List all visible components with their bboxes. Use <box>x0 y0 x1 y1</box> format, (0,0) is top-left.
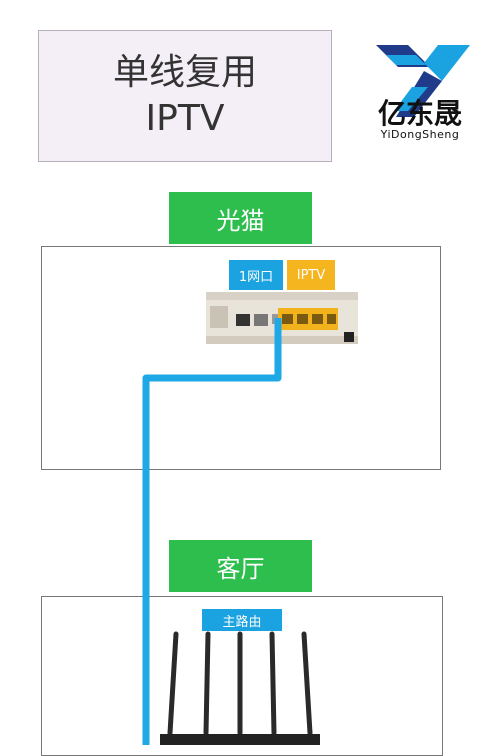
modem-image <box>206 292 358 344</box>
title-line-1: 单线复用 <box>112 52 257 93</box>
logo-icon <box>376 45 470 117</box>
title-line-2: IPTV <box>145 98 225 139</box>
logo-subtitle: YiDongSheng <box>380 128 460 141</box>
logo-name: 亿东晟 <box>377 97 462 130</box>
living-room-label: 客厅 <box>169 540 312 592</box>
router-image <box>160 631 320 745</box>
modem-label: 光猫 <box>169 192 312 244</box>
iptv-tag: IPTV <box>287 260 335 290</box>
title-box: 单线复用 IPTV <box>38 30 332 162</box>
port-tag: 1网口 <box>229 260 283 290</box>
